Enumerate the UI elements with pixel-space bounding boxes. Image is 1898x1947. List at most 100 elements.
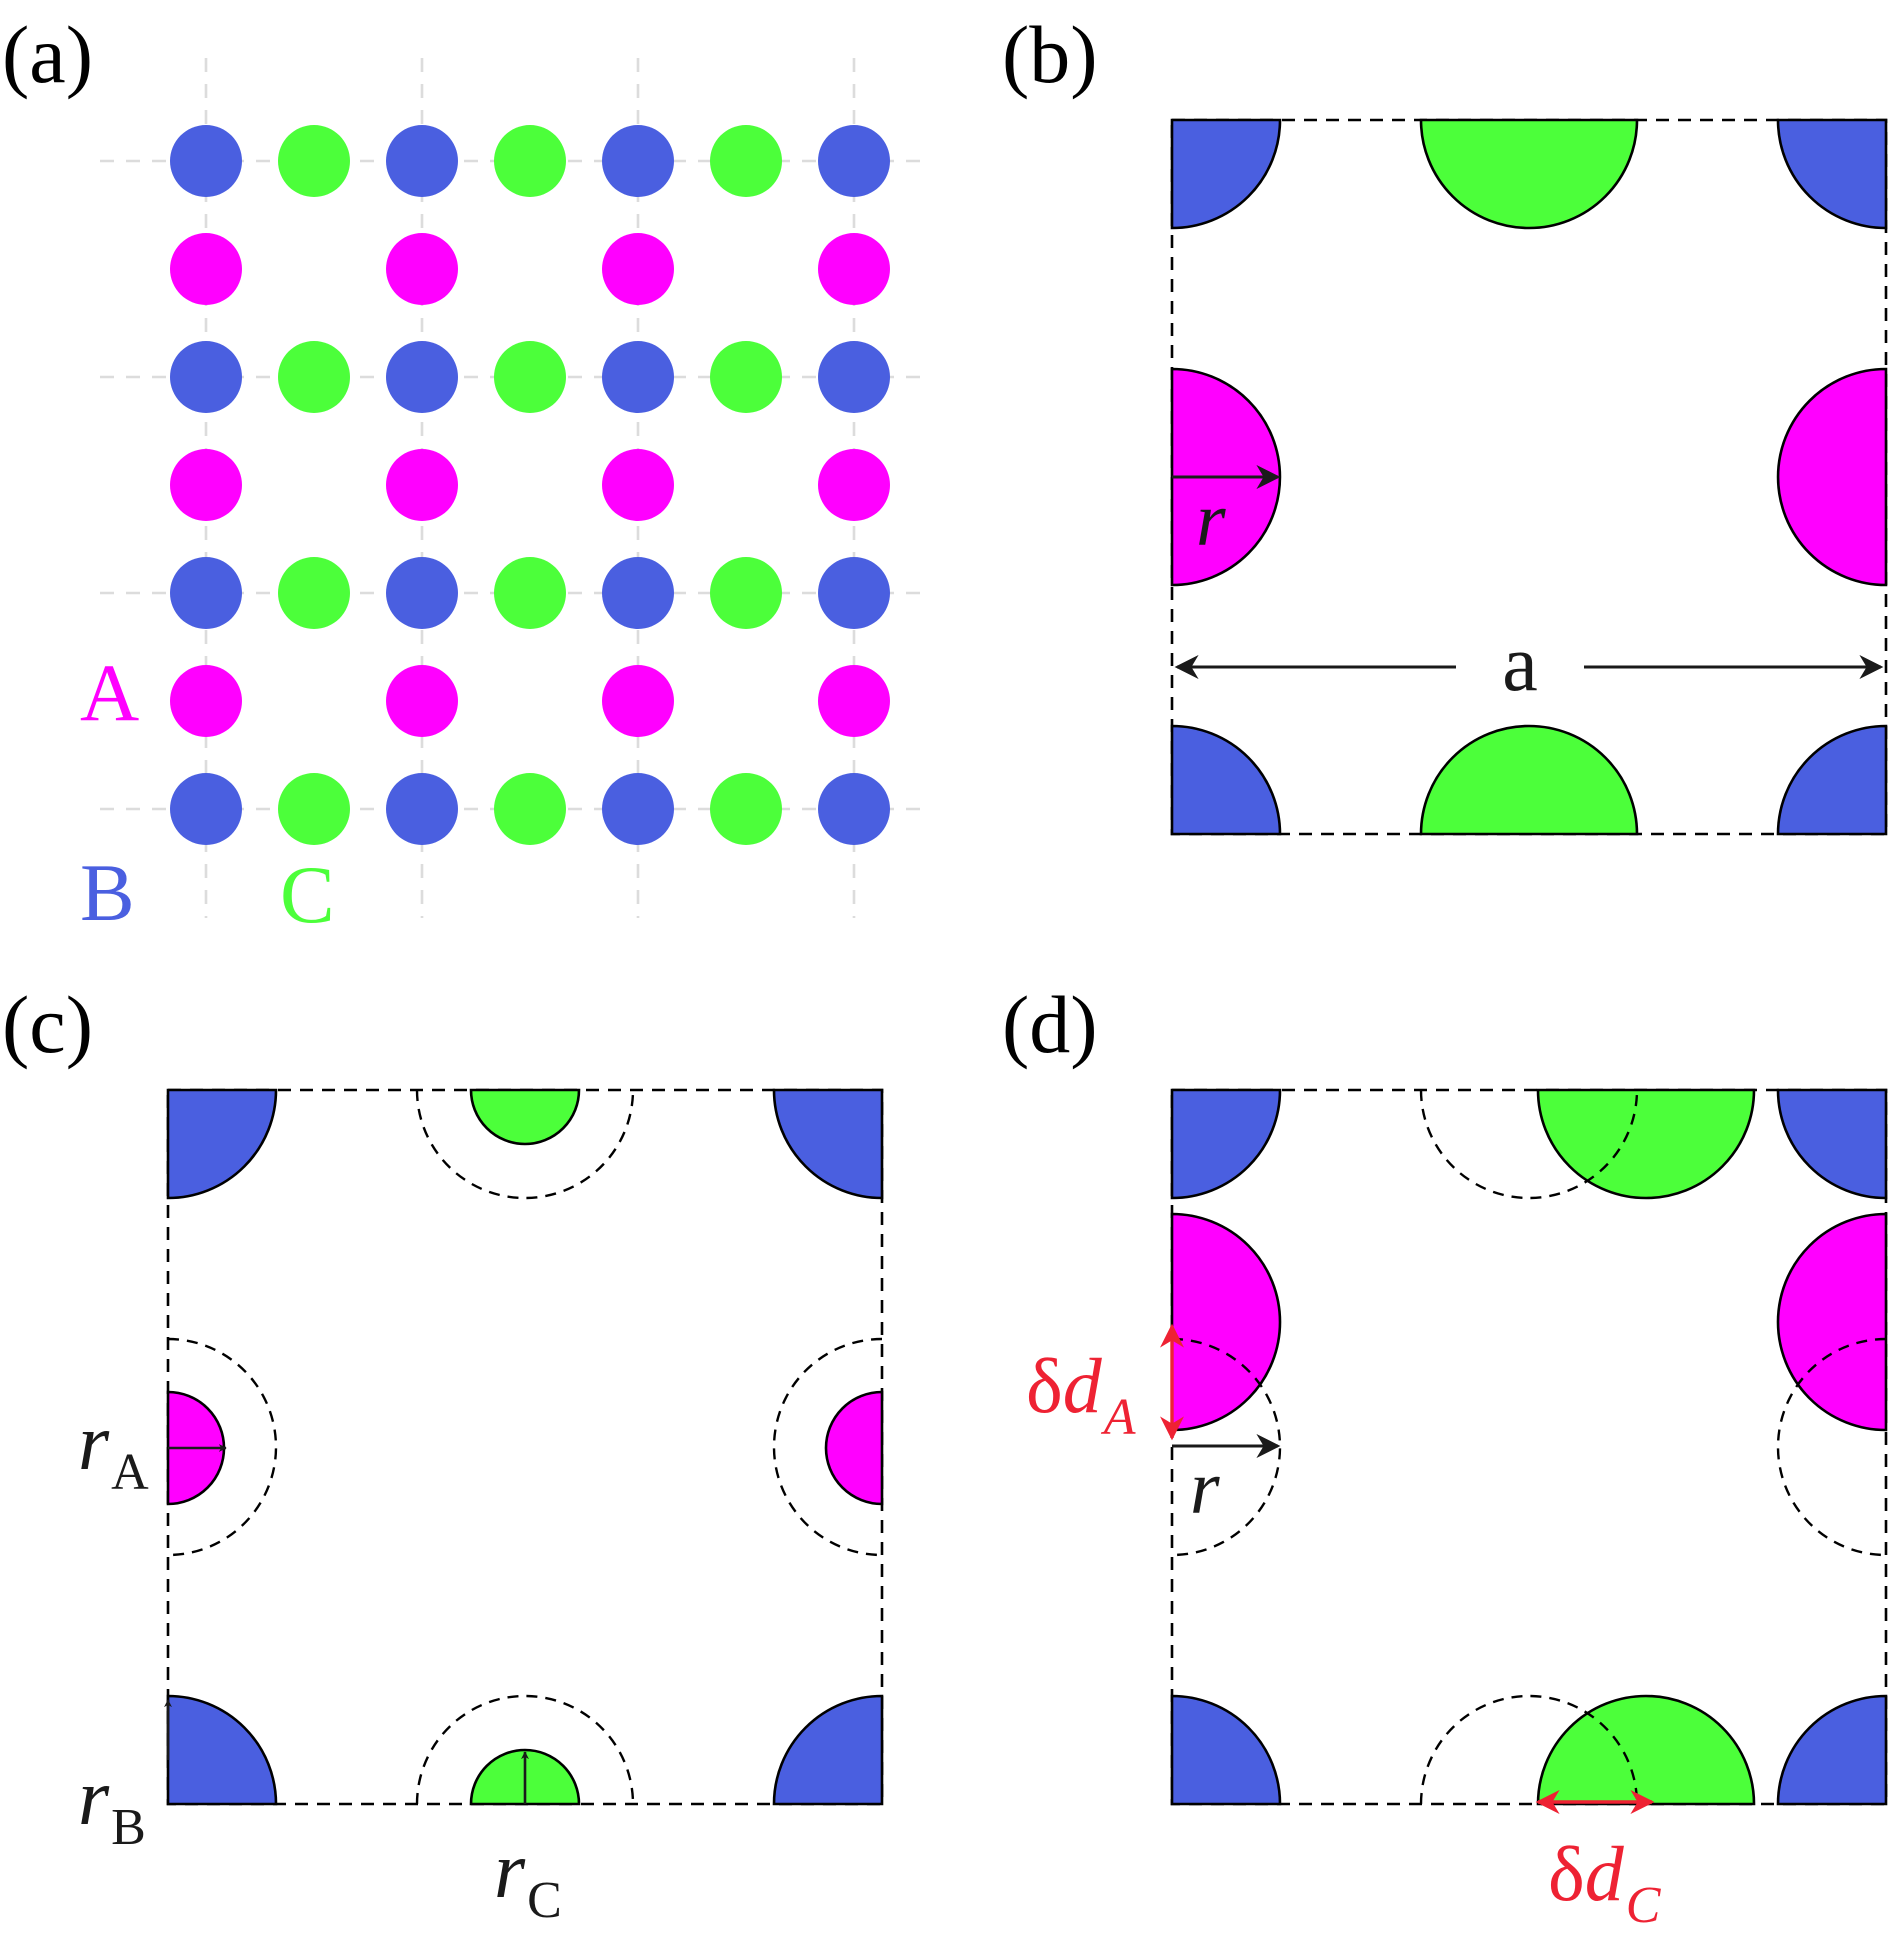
lattice-site-c [494, 125, 566, 197]
panel-c: (c) rA rB rC [2, 979, 884, 1929]
quarter-circle-b-top-right [1776, 118, 1888, 230]
lattice-site-a [818, 449, 890, 521]
quarter-circle-b-top-right [1776, 1088, 1888, 1200]
original-circle-a-left [1171, 1337, 1282, 1557]
legend-label-b: B [80, 847, 135, 938]
lattice-site-c [710, 773, 782, 845]
label-ra-sub: A [111, 1444, 149, 1501]
quarter-circle-b-bottom-left [1170, 724, 1282, 836]
original-circle-c-top [1419, 1089, 1639, 1200]
lattice-site-b [170, 557, 242, 629]
quarter-circle-b-top-left [1170, 1088, 1282, 1200]
quarter-circle-b-top-left [1170, 118, 1282, 230]
lattice-site-b [170, 773, 242, 845]
lattice-site-a [602, 233, 674, 305]
label-rc-main: r [494, 1827, 526, 1915]
label-shift-c-delta: δ [1548, 1830, 1585, 1917]
label-shift-c: δdC [1548, 1830, 1662, 1934]
lattice-site-c [278, 557, 350, 629]
original-circle-a-right [1776, 1337, 1887, 1557]
lattice-site-b [386, 773, 458, 845]
quarter-circle-b-bottom-left [1170, 1694, 1282, 1806]
label-rc-sub: C [527, 1872, 562, 1929]
shifted-half-circle-a-left [1170, 1212, 1282, 1432]
radius-label-d: r [1190, 1446, 1220, 1530]
lattice-site-b [818, 125, 890, 197]
lattice-site-c [494, 773, 566, 845]
panel-b: (b) r a [1002, 9, 1888, 836]
quarter-circle-b-bottom-right [1776, 724, 1888, 836]
lattice-site-b [818, 341, 890, 413]
label-rc: rC [494, 1827, 562, 1929]
lattice-site-a [818, 233, 890, 305]
lattice-site-b [386, 125, 458, 197]
lattice-site-a [170, 665, 242, 737]
label-shift-c-main: d [1585, 1830, 1625, 1917]
unit-cell-c [166, 1088, 884, 1806]
quarter-circle-b-bottom-left [166, 1694, 278, 1806]
lattice-site-c [710, 557, 782, 629]
shifted-half-circle-a-right [1776, 1212, 1888, 1432]
small-half-circle-c-top [469, 1088, 581, 1146]
lattice-site-b [386, 341, 458, 413]
label-ra-main: r [78, 1399, 110, 1487]
panel-label-c: (c) [2, 979, 93, 1070]
lattice-site-b [602, 125, 674, 197]
lattice-site-c [710, 341, 782, 413]
lattice-site-a [386, 449, 458, 521]
lattice-site-a [386, 665, 458, 737]
lattice-site-c [278, 773, 350, 845]
lattice-site-a [818, 665, 890, 737]
quarter-circle-b-top-right [772, 1088, 884, 1200]
unit-cell-d [1170, 1088, 1888, 1806]
lattice-site-c [278, 341, 350, 413]
lattice-site-b [818, 773, 890, 845]
quarter-circle-b-bottom-right [772, 1694, 884, 1806]
lattice-site-c [710, 125, 782, 197]
panel-a: (a) A B C [2, 9, 925, 940]
original-circle-c-bottom [1419, 1694, 1639, 1805]
quarter-circle-b-bottom-right [1776, 1694, 1888, 1806]
half-circle-c-bottom [1419, 724, 1639, 836]
lattice-site-b [386, 557, 458, 629]
lattice-site-b [818, 557, 890, 629]
lattice-site-c [494, 341, 566, 413]
panel-a-lattice [170, 125, 890, 845]
small-half-circle-a-right [824, 1390, 884, 1506]
shifted-half-circle-c-top [1536, 1088, 1756, 1200]
lattice-site-b [602, 773, 674, 845]
lattice-site-a [386, 233, 458, 305]
lattice-site-c [278, 125, 350, 197]
half-circle-c-top [1419, 118, 1639, 230]
lattice-site-a [602, 449, 674, 521]
reference-circle-c-bottom [415, 1694, 635, 1805]
panel-d: (d) r δdA δdC [1002, 979, 1888, 1934]
lattice-site-b [170, 125, 242, 197]
label-rb: rB [78, 1754, 146, 1856]
lattice-site-a [170, 449, 242, 521]
label-shift-a-main: d [1063, 1342, 1103, 1429]
half-circle-a-right [1776, 367, 1888, 587]
reference-circle-c-top [415, 1089, 635, 1200]
panel-label-b: (b) [1002, 9, 1098, 100]
quarter-circle-b-top-left [166, 1088, 278, 1200]
lattice-site-b [602, 341, 674, 413]
panel-label-d: (d) [1002, 979, 1098, 1070]
lattice-site-c [494, 557, 566, 629]
legend-label-a: A [80, 647, 139, 738]
label-shift-a-sub: A [1101, 1389, 1136, 1446]
lattice-label-b: a [1502, 620, 1538, 708]
panel-label-a: (a) [2, 9, 93, 100]
label-shift-c-sub: C [1626, 1877, 1662, 1934]
label-rb-main: r [78, 1754, 110, 1842]
reference-circle-a-left [167, 1337, 278, 1557]
legend-label-c: C [280, 849, 335, 940]
label-rb-sub: B [111, 1799, 146, 1856]
lattice-site-b [602, 557, 674, 629]
lattice-site-a [170, 233, 242, 305]
lattice-site-b [170, 341, 242, 413]
shifted-half-circle-c-bottom [1536, 1694, 1756, 1806]
radius-label-b: r [1196, 478, 1226, 562]
label-shift-a-delta: δ [1026, 1342, 1063, 1429]
